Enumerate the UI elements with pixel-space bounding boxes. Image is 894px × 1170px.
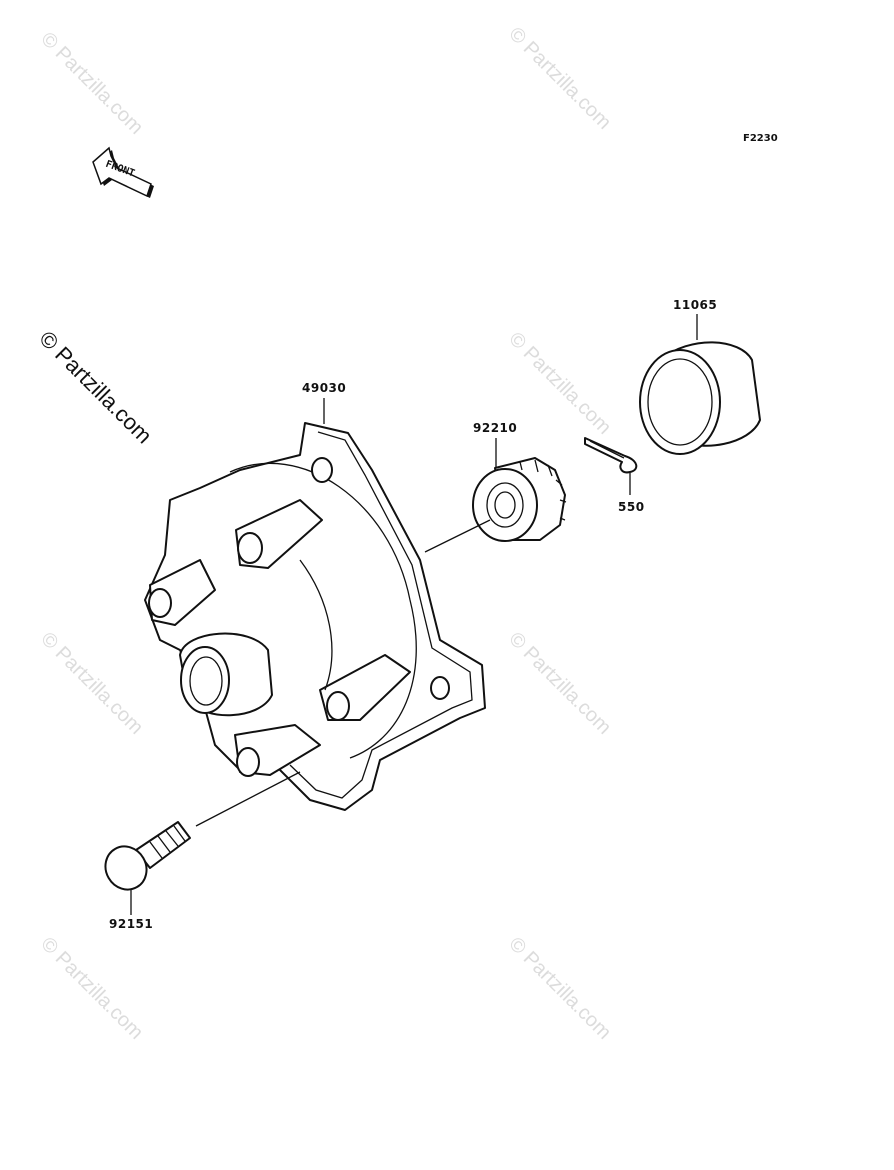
watermark: © Partzilla.com [36, 28, 147, 139]
watermark: © Partzilla.com [504, 628, 615, 739]
watermark: © Partzilla.com [504, 328, 615, 439]
watermark-side: © Partzilla.com [34, 326, 157, 449]
watermark: © Partzilla.com [36, 933, 147, 1044]
nut-part [472, 457, 567, 542]
watermark: © Partzilla.com [504, 23, 615, 134]
diagram-code: F2230 [743, 133, 778, 144]
part-number-hub: 49030 [302, 381, 346, 395]
cap-part [639, 341, 761, 455]
part-number-pin: 550 [618, 500, 645, 514]
watermark: © Partzilla.com [504, 933, 615, 1044]
front-arrow-icon: FRONT [92, 146, 154, 198]
part-number-bolt: 92151 [109, 917, 153, 931]
bolt-part [104, 821, 191, 891]
watermark: © Partzilla.com [36, 628, 147, 739]
part-number-cap: 11065 [673, 298, 717, 312]
pin-part [584, 437, 638, 474]
part-number-nut: 92210 [473, 421, 517, 435]
hub-part [144, 422, 486, 811]
